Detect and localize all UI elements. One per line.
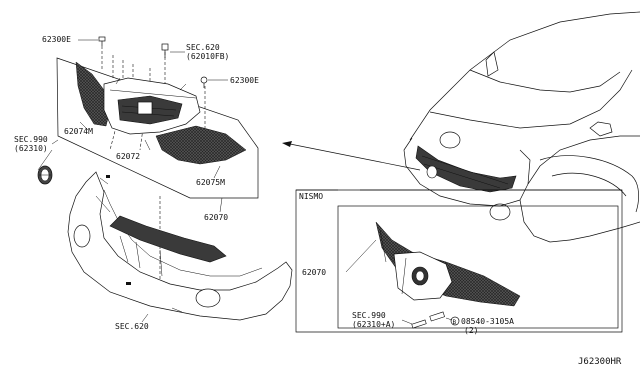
- nismo-panel: NISMO B: [295, 189, 623, 333]
- bolt-icon: [161, 43, 169, 58]
- clip-part-label-right: 62300E: [230, 76, 259, 85]
- leader-lines-left: [37, 39, 228, 323]
- front-bumper: [67, 171, 293, 321]
- sec990-ref-sub-label: (62310): [14, 144, 48, 153]
- grille-left-part-label: 62074M: [64, 127, 93, 136]
- clip-icon: [98, 36, 106, 46]
- grille-exploded-group: [56, 46, 259, 300]
- nismo-assembly-label: 62070: [302, 268, 326, 277]
- nismo-screw-label: 08540-3105A: [461, 317, 514, 326]
- emblem-icon: [37, 165, 53, 185]
- nismo-sec990-label: SEC.990: [352, 311, 386, 320]
- clip-part-label: 62300E: [42, 35, 71, 44]
- reference-arrow: [282, 141, 421, 171]
- nismo-bracket: [411, 311, 445, 329]
- diagram-code: J62300HR: [578, 357, 622, 367]
- bumper-ref-label: SEC.620: [115, 322, 149, 331]
- grille-right-part-label: 62075M: [196, 178, 225, 187]
- nismo-screw-qty-label: (2): [464, 326, 478, 335]
- clip-icon: [200, 76, 208, 88]
- screw-marker-letter: B: [453, 319, 457, 326]
- assembly-outline: [56, 57, 259, 199]
- assembly-part-label: 62070: [204, 213, 228, 222]
- grille-center-part-label: 62072: [116, 152, 140, 161]
- car-illustration: [403, 11, 640, 243]
- nismo-title: NISMO: [299, 192, 323, 201]
- sec990-ref-label: SEC.990: [14, 135, 48, 144]
- sec620-ref-label: SEC.620: [186, 43, 220, 52]
- grille-left-mesh: [75, 61, 111, 127]
- grille-right-mesh: [155, 125, 247, 165]
- screw-marker-icon: B: [450, 316, 460, 326]
- sec620-ref-sub-label: (62010FB): [186, 52, 229, 61]
- nismo-sec990-sub-label: (62310+A): [352, 320, 395, 329]
